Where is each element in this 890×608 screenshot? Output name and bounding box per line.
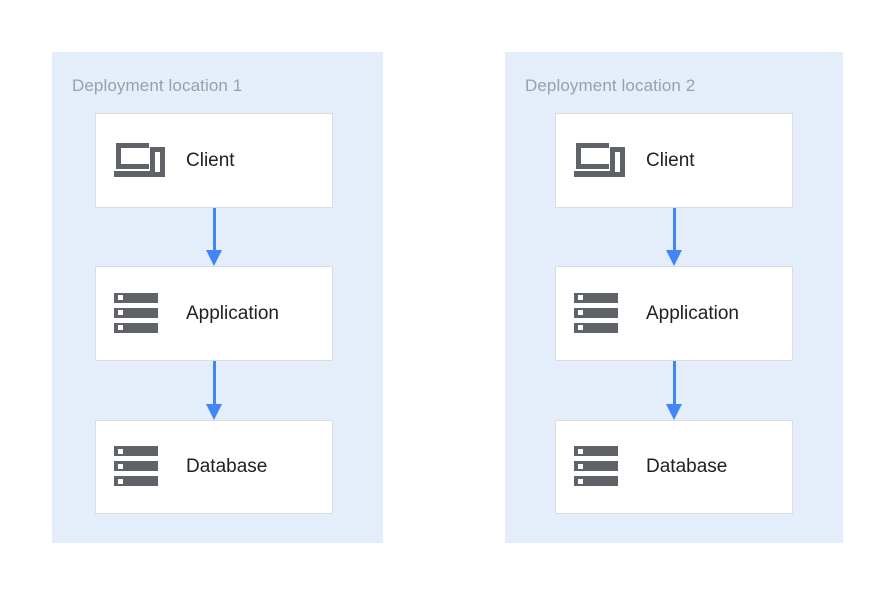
arrow-head-icon: [666, 404, 682, 420]
zone-1-node-database[interactable]: Database: [95, 420, 333, 514]
zone-1-node-database-label: Database: [186, 456, 268, 477]
devices-icon: [114, 139, 170, 183]
server-stack-icon: [114, 292, 170, 336]
zone-2-node-client-label: Client: [646, 149, 695, 171]
server-bar: [574, 292, 618, 303]
server-bar: [114, 307, 158, 318]
devices-icon-screen: [576, 142, 609, 169]
server-bar: [114, 446, 158, 456]
devices-icon-base: [574, 170, 611, 177]
server-bar: [114, 292, 158, 303]
devices-icon-phone: [150, 146, 165, 177]
arrow-head-icon: [206, 404, 222, 420]
server-bar: [574, 322, 618, 333]
zone-2-arrow-client-to-application: [664, 208, 684, 266]
zone-1-node-client-label: Client: [186, 149, 235, 171]
zone-1-arrow-application-to-database: [204, 361, 224, 420]
devices-icon-base: [114, 170, 151, 177]
zone-1-node-application[interactable]: Application: [95, 266, 333, 361]
server-bar: [114, 476, 158, 486]
arrow-head-icon: [206, 250, 222, 266]
zone-2-node-database-label: Database: [646, 456, 728, 477]
arrow-stem: [212, 361, 216, 405]
server-bar: [114, 322, 158, 333]
zone-1-node-application-label: Application: [186, 302, 279, 324]
deployment-zone-2: Deployment location 2 Client: [505, 52, 843, 543]
arrow-stem: [212, 208, 216, 251]
server-bar: [574, 476, 618, 486]
deployment-zone-1: Deployment location 1 Client: [52, 52, 383, 543]
devices-icon-phone: [610, 146, 625, 177]
server-bar: [114, 461, 158, 471]
zone-1-title: Deployment location 1: [72, 76, 243, 95]
zone-1-arrow-client-to-application: [204, 208, 224, 266]
devices-icon-screen: [116, 142, 149, 169]
zone-2-node-application[interactable]: Application: [555, 266, 793, 361]
arrow-head-icon: [666, 250, 682, 266]
server-bar: [574, 446, 618, 456]
zone-1-node-client[interactable]: Client: [95, 113, 333, 208]
arrow-stem: [672, 361, 676, 405]
zone-2-node-database[interactable]: Database: [555, 420, 793, 514]
zone-2-node-client[interactable]: Client: [555, 113, 793, 208]
server-bar: [574, 307, 618, 318]
zone-2-arrow-application-to-database: [664, 361, 684, 420]
zone-2-title: Deployment location 2: [525, 76, 696, 95]
server-stack-icon: [114, 445, 170, 489]
server-bar: [574, 461, 618, 471]
arrow-stem: [672, 208, 676, 251]
server-stack-icon: [574, 292, 630, 336]
server-stack-icon: [574, 445, 630, 489]
devices-icon: [574, 139, 630, 183]
zone-2-node-application-label: Application: [646, 302, 739, 324]
